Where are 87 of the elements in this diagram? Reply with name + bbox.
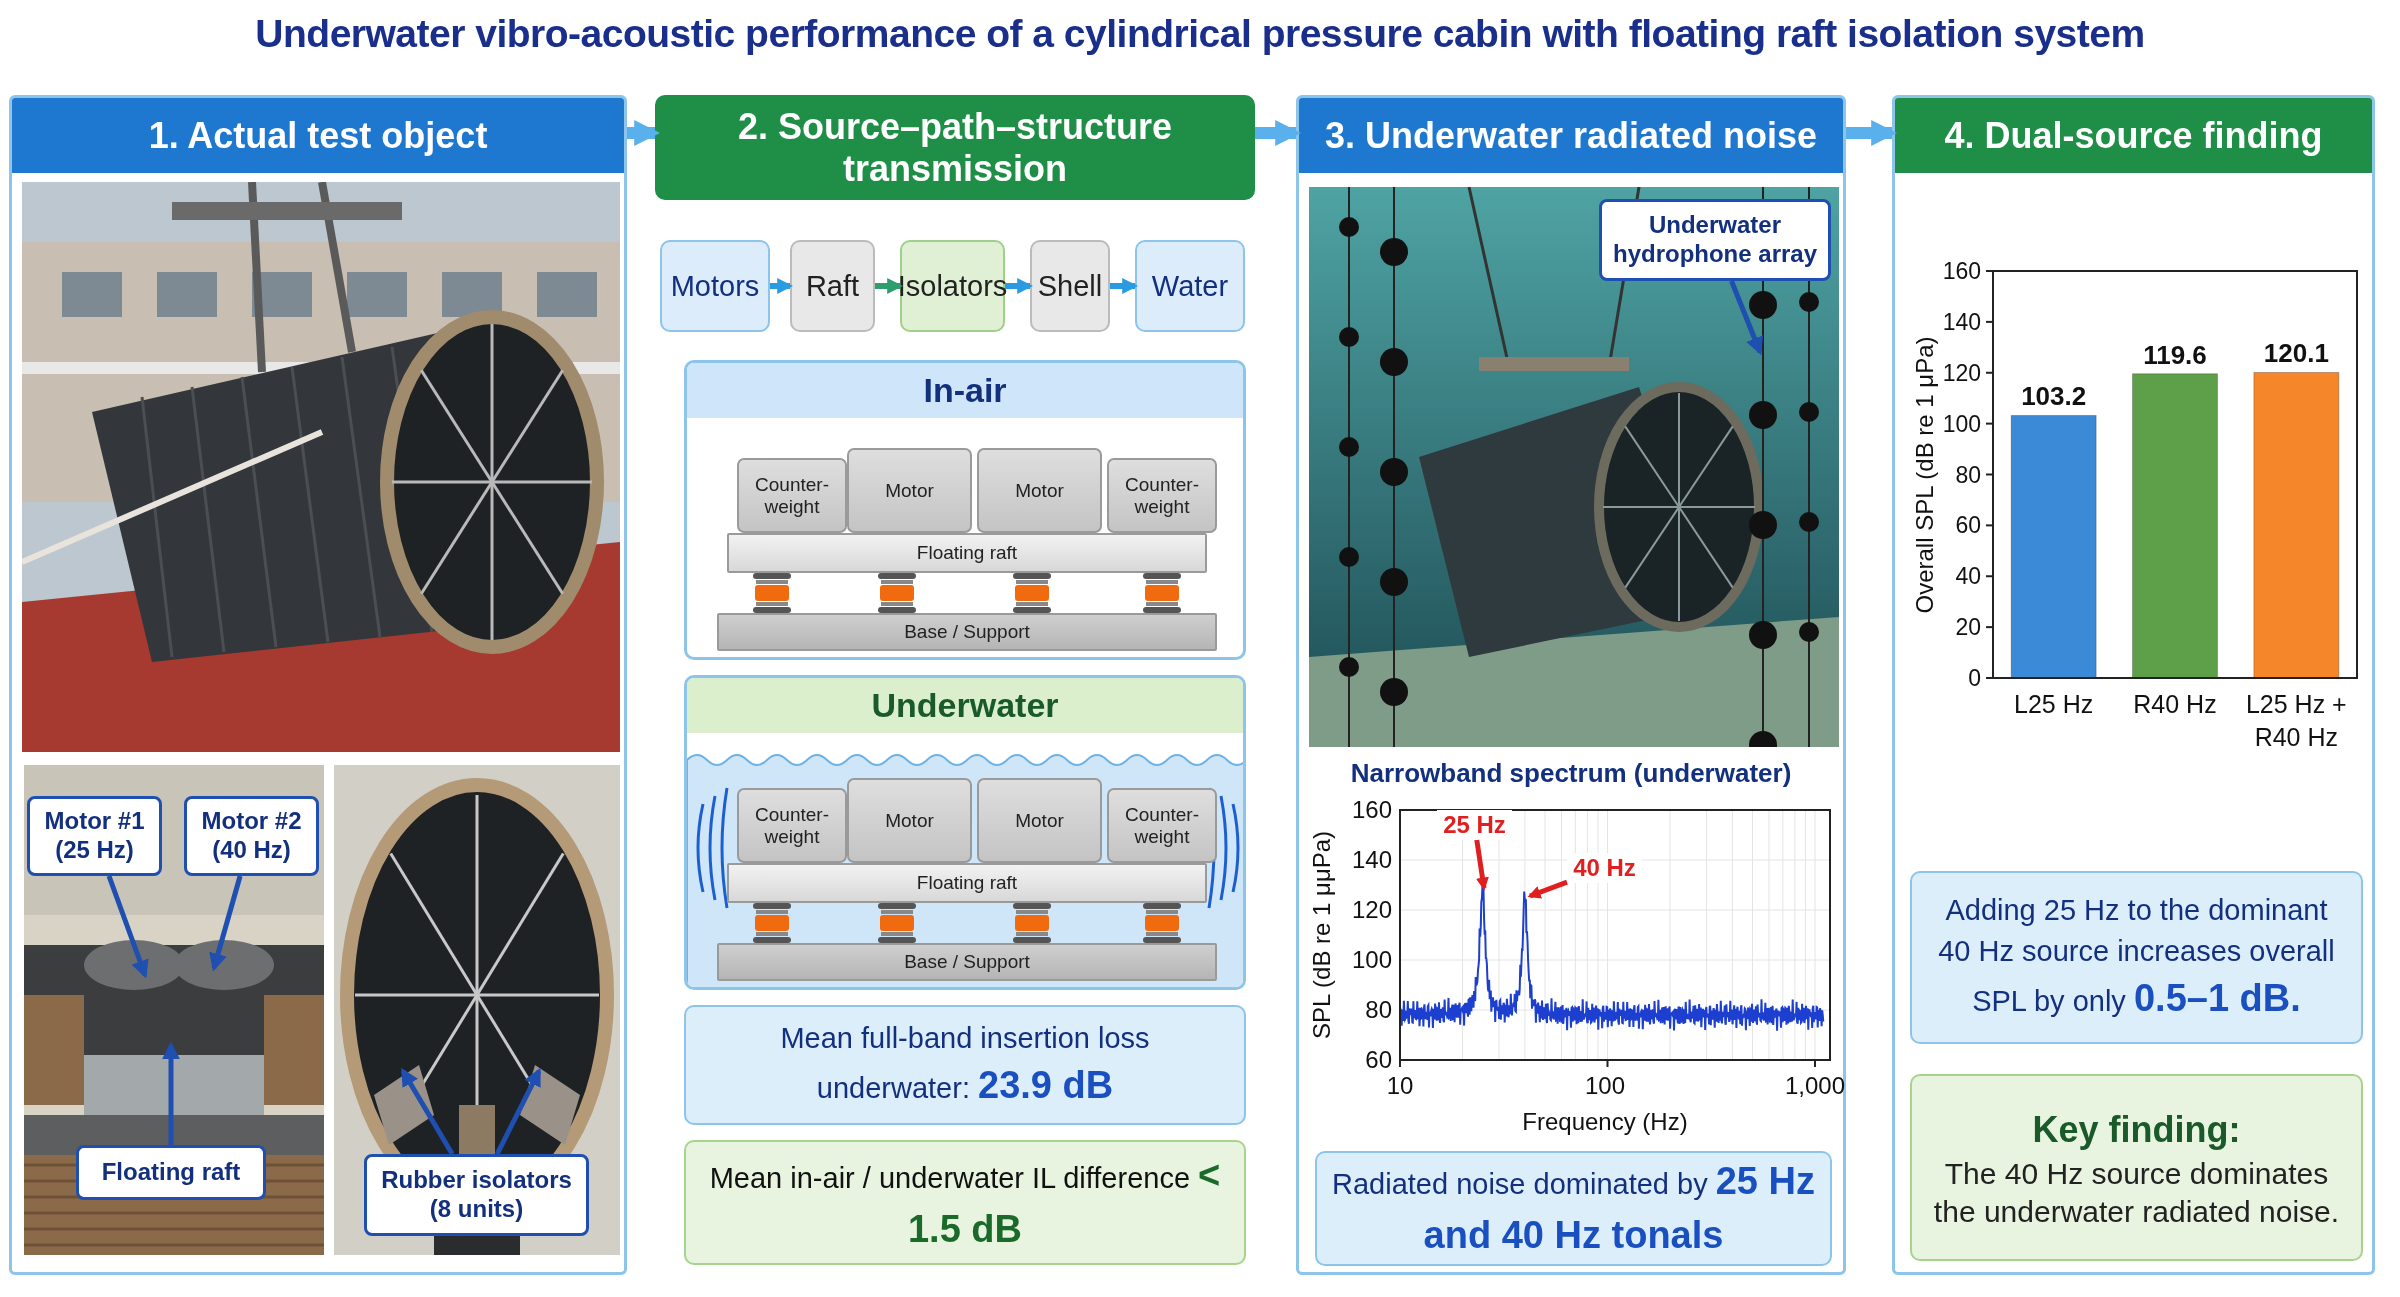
panel-heading: 4. Dual-source finding (1895, 98, 2372, 173)
tick-label: 60 (1365, 1046, 1392, 1074)
panel-card (9, 95, 627, 1275)
schematic-panel (684, 360, 1246, 660)
panel-heading: 1. Actual test object (12, 98, 624, 173)
tick-label: 100 (1351, 946, 1392, 974)
tick-label: 10 (1386, 1072, 1414, 1100)
arrow (1005, 278, 1034, 294)
base-plate: Base / Support (717, 943, 1217, 981)
node-label: 25 Hz (1443, 811, 1506, 838)
raft-plate: Floating raft (727, 863, 1207, 903)
leader-line (1474, 839, 1489, 891)
arrow (627, 120, 661, 146)
flow-step-box: Raft (790, 240, 875, 332)
raft-plate: Floating raft (727, 533, 1207, 573)
arrow (1255, 120, 1302, 146)
tick-label: 160 (1351, 796, 1392, 824)
tick-label: 80 (1955, 461, 1981, 488)
tick-label: 100 (1942, 410, 1981, 437)
tick-label: 1,000 (1784, 1072, 1846, 1100)
arrow (1846, 120, 1898, 146)
callout-box: Motor #2 (40 Hz) (184, 796, 319, 876)
result-box: Mean in-air / underwater IL difference < 1.5 dB (684, 1140, 1246, 1265)
axis-title: SPL (dB re 1 μμPa) (1308, 830, 1336, 1040)
tick-label: 140 (1351, 846, 1392, 874)
leader-line (494, 1067, 542, 1156)
tick-label: 120 (1351, 896, 1392, 924)
leader-line (1729, 280, 1763, 356)
schematic-heading: In-air (687, 363, 1243, 418)
finding-heading: Key finding: (2032, 1107, 2241, 1152)
tick-label: 100 (1585, 1072, 1625, 1100)
chart-title: Narrowband spectrum (underwater) (1350, 757, 1792, 789)
arrow (875, 278, 904, 294)
base-plate: Base / Support (717, 613, 1217, 651)
leader-line (209, 875, 243, 972)
tick-label: 40 (1955, 563, 1981, 590)
callout-box: Underwater hydrophone array (1599, 199, 1831, 281)
result-box: Radiated noise dominated by 25 Hz and 40 Hz tonals (1315, 1151, 1832, 1266)
flow-step-box: Isolators (900, 240, 1005, 332)
counterweight-block: Counter-weight (737, 788, 847, 863)
motor-block: Motor (847, 448, 972, 533)
finding-text: The 40 Hz source dominates the underwater radiated noise. (1932, 1156, 2341, 1230)
value-label: 120.1 (2263, 338, 2329, 369)
category-label: R40 Hz (2132, 689, 2218, 720)
category-label: L25 Hz (2013, 689, 2095, 720)
axis-title: Frequency (Hz) (1522, 1108, 1688, 1136)
counterweight-block: Counter-weight (737, 458, 847, 533)
flow-step-box: Shell (1030, 240, 1110, 332)
counterweight-block: Counter-weight (1107, 788, 1217, 863)
tick-label: 80 (1365, 996, 1392, 1024)
flow-step-box: Water (1135, 240, 1245, 332)
leader-line (106, 875, 149, 979)
leader-line (400, 1067, 455, 1156)
tick-label: 140 (1942, 308, 1981, 335)
tick-label: 0 (1968, 665, 1981, 691)
counterweight-block: Counter-weight (1107, 458, 1217, 533)
leader-line (162, 1041, 180, 1145)
tick-label: 60 (1955, 512, 1981, 539)
arrow (770, 278, 794, 294)
category-label: L25 Hz + R40 Hz (2244, 689, 2348, 753)
schematic-panel (684, 675, 1246, 990)
panel-card (1892, 95, 2375, 1275)
peak-label: 40 Hz (1567, 853, 1642, 883)
motor-block: Motor (977, 448, 1102, 533)
callout-box: Motor #1 (25 Hz) (27, 796, 162, 876)
tick-label: 120 (1942, 359, 1981, 386)
result-box: Mean full-band insertion loss underwater: 23.9 dB (684, 1005, 1246, 1125)
value-label: 103.2 (2021, 381, 2087, 412)
axis-title: Overall SPL (dB re 1 μPa) (1911, 336, 1939, 613)
tick-label: 160 (1942, 258, 1981, 284)
panel-heading: 3. Underwater radiated noise (1299, 98, 1843, 173)
peak-label: 25 Hz (1437, 810, 1512, 840)
flow-step-box: Motors (660, 240, 770, 332)
result-box: Adding 25 Hz to the dominant 40 Hz source increases overall SPL by only 0.5–1 dB. (1910, 871, 2363, 1044)
motor-block: Motor (977, 778, 1102, 863)
title: Underwater vibro-acoustic performance of a cylindrical pressure cabin with floating raft isolation system (254, 12, 2146, 56)
finding-card (1910, 1074, 2363, 1261)
callout-box: Floating raft (76, 1145, 266, 1200)
node-label: 40 Hz (1573, 854, 1636, 881)
panel-heading: 2. Source–path–structure transmission (655, 95, 1255, 200)
leader-line (1527, 879, 1568, 899)
motor-block: Motor (847, 778, 972, 863)
value-label: 119.6 (2143, 339, 2207, 370)
tick-label: 20 (1955, 614, 1981, 641)
schematic-heading: Underwater (687, 678, 1243, 733)
callout-box: Rubber isolators (8 units) (364, 1154, 589, 1236)
arrow (1110, 278, 1139, 294)
